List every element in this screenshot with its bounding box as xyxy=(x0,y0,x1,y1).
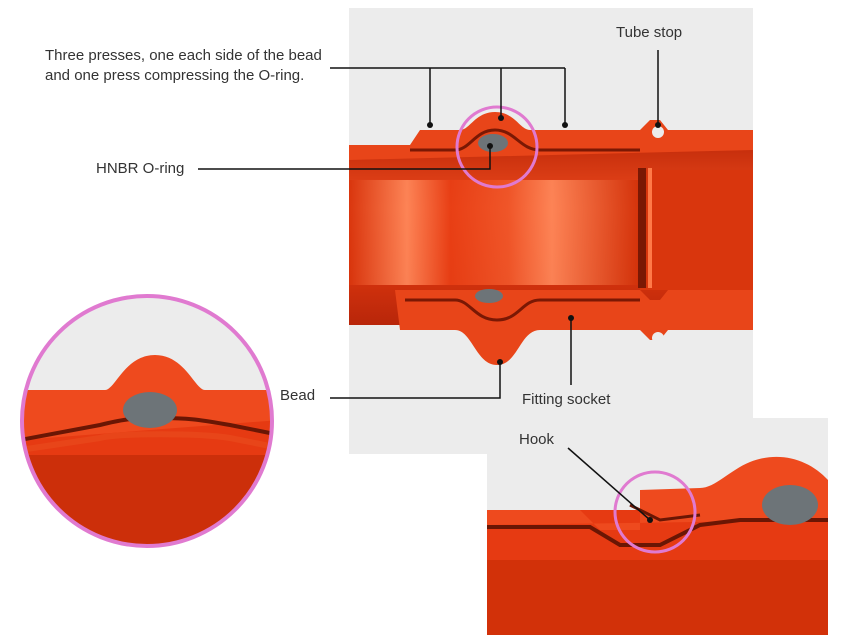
zoom-circle-border xyxy=(20,294,274,548)
zoom-o-ring xyxy=(123,392,177,428)
hook-highlight-circle xyxy=(613,470,697,554)
label-hnbr-o-ring: HNBR O-ring xyxy=(96,160,185,177)
oring-highlight-circle xyxy=(455,105,539,189)
hook-panel-o-ring xyxy=(762,485,818,525)
label-three-presses: Three presses, one each side of the bead… xyxy=(45,47,322,84)
label-bead: Bead xyxy=(280,387,316,404)
leader-dots xyxy=(427,115,661,523)
hook-detail-panel xyxy=(487,418,828,635)
o-ring-bottom xyxy=(475,289,503,303)
label-fitting-socket: Fitting socket xyxy=(522,391,611,408)
label-tube-stop: Tube stop xyxy=(616,24,683,41)
main-fitting-cutaway xyxy=(349,112,753,365)
leader-lines xyxy=(198,50,659,521)
label-hook: Hook xyxy=(519,431,555,448)
o-ring-top xyxy=(478,134,508,152)
